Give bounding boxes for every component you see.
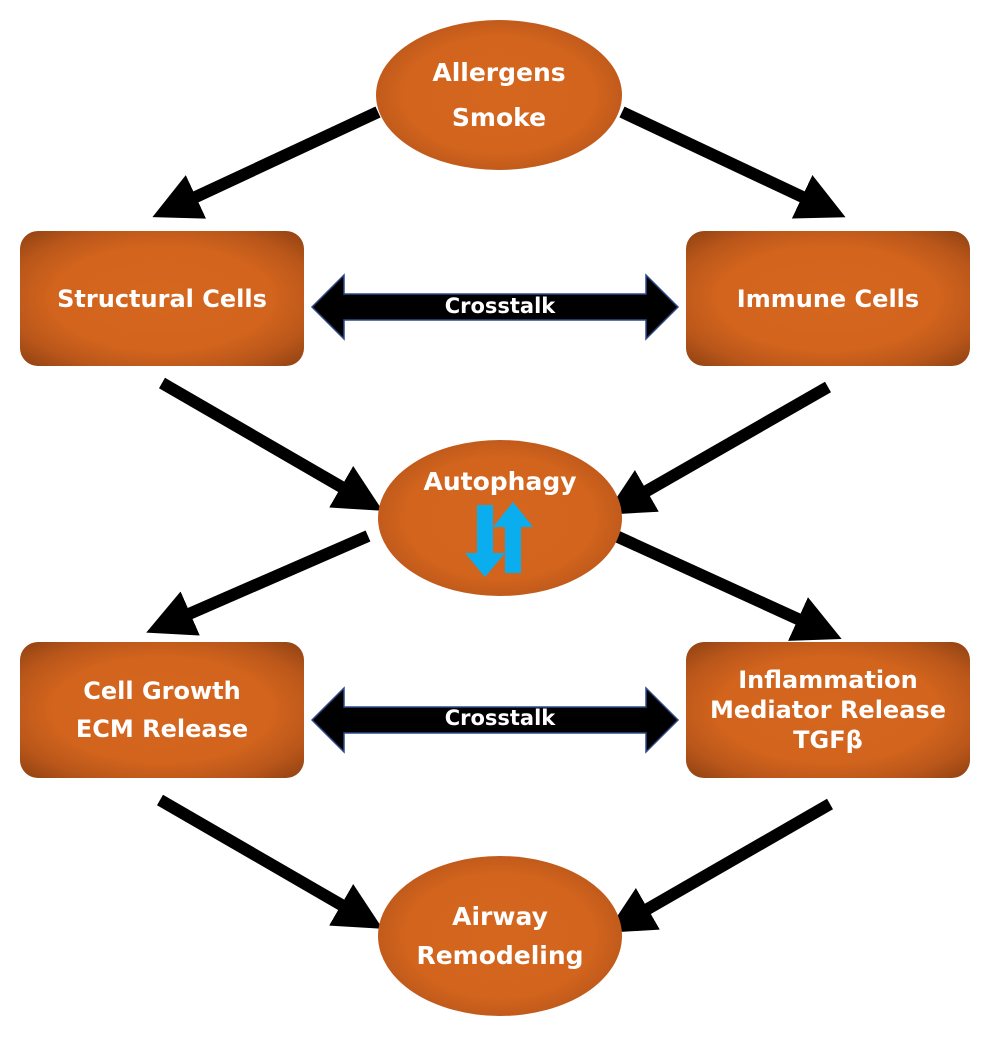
node-inflammation-line-1: Inflammation	[738, 666, 918, 694]
node-immune-cells: Immune Cells	[686, 231, 970, 366]
up-arrow-icon	[493, 502, 533, 574]
node-inflammation: Inflammation Mediator Release TGFβ	[686, 642, 970, 778]
node-airway-remodeling: Airway Remodeling	[378, 856, 622, 1016]
crosstalk-layer	[310, 273, 680, 754]
node-triggers: Allergens Smoke	[376, 20, 622, 170]
node-autophagy-label: Autophagy	[423, 467, 577, 496]
node-immune-cells-label: Immune Cells	[736, 284, 920, 313]
edge-structural-cells-to-autophagy	[158, 377, 383, 511]
crosstalk-double-arrow-icon	[310, 686, 680, 754]
edge-triggers-to-immune-cells	[619, 106, 846, 219]
crosstalk-double-arrow-icon	[310, 273, 680, 341]
edges-layer	[146, 106, 846, 933]
node-cell-growth-line-1: Cell Growth	[83, 677, 241, 705]
node-airway-remodeling-line-2: Remodeling	[416, 941, 584, 970]
edge-cell-growth-to-airway-remodeling	[156, 794, 383, 929]
crosstalk-label-bottom: Crosstalk	[444, 706, 556, 730]
edge-immune-cells-to-autophagy	[605, 381, 831, 515]
node-triggers-line-2: Smoke	[451, 103, 547, 132]
edge-inflammation-to-airway-remodeling	[606, 798, 833, 933]
up-down-arrows-icon	[465, 502, 533, 578]
node-cell-growth: Cell Growth ECM Release	[20, 642, 304, 778]
node-inflammation-line-2: Mediator Release	[710, 696, 946, 724]
edge-autophagy-to-inflammation	[613, 530, 842, 641]
node-structural-cells-label: Structural Cells	[57, 284, 267, 313]
node-triggers-line-1: Allergens	[432, 57, 566, 87]
node-autophagy: Autophagy	[378, 440, 622, 596]
crosstalk-label-top: Crosstalk	[444, 294, 556, 318]
node-inflammation-line-3: TGFβ	[793, 726, 863, 754]
node-cell-growth-line-2: ECM Release	[75, 715, 249, 743]
edge-autophagy-to-cell-growth	[146, 530, 371, 636]
node-structural-cells: Structural Cells	[20, 231, 304, 366]
node-airway-remodeling-line-1: Airway	[452, 901, 548, 931]
edge-triggers-to-structural-cells	[152, 106, 381, 219]
down-arrow-icon	[465, 505, 505, 578]
